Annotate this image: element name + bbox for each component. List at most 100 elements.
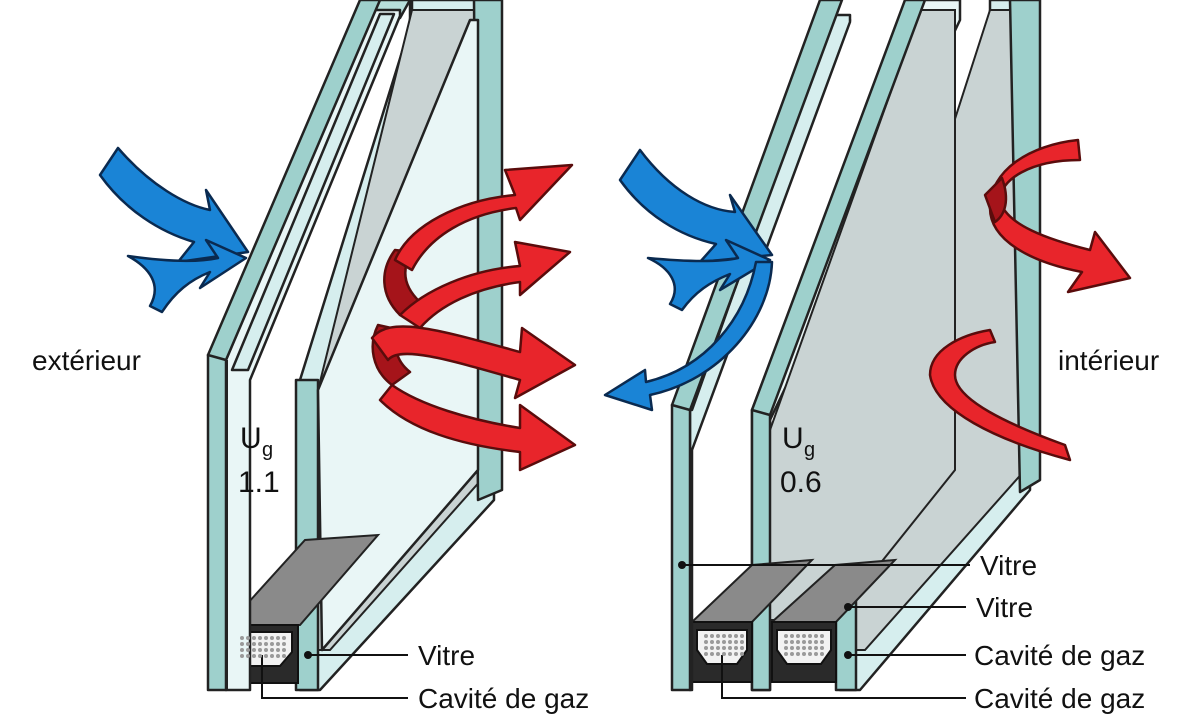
desiccant-bead	[790, 652, 794, 656]
desiccant-bead	[820, 652, 824, 656]
desiccant-bead	[802, 652, 806, 656]
desiccant-bead	[252, 654, 256, 658]
desiccant-bead	[246, 636, 250, 640]
desiccant-bead	[790, 634, 794, 638]
desiccant-bead	[258, 654, 262, 658]
desiccant-bead	[728, 640, 732, 644]
double-gas-cavity-label: Cavité de gaz	[418, 683, 589, 714]
desiccant-bead	[704, 640, 708, 644]
triple-u-value: 0.6	[780, 466, 822, 499]
desiccant-bead	[252, 642, 256, 646]
desiccant-bead	[282, 654, 286, 658]
desiccant-bead	[276, 642, 280, 646]
double-glass-label: Vitre	[418, 640, 475, 671]
desiccant-bead	[276, 654, 280, 658]
cold-airflow-arrow	[603, 148, 774, 412]
desiccant-bead	[276, 636, 280, 640]
triple-callout-gas-2: Cavité de gaz	[721, 655, 1145, 714]
double-callout-gas: Cavité de gaz	[261, 655, 589, 714]
desiccant-bead	[710, 652, 714, 656]
desiccant-bead	[814, 652, 818, 656]
desiccant-bead	[282, 648, 286, 652]
desiccant-bead	[722, 652, 726, 656]
triple-callout-glass-1: Vitre	[678, 550, 1037, 581]
desiccant-bead	[734, 640, 738, 644]
desiccant-bead	[258, 642, 262, 646]
cold-airflow-arrow	[98, 146, 250, 314]
triple-u-symbol: U	[782, 422, 804, 455]
desiccant-bead	[796, 646, 800, 650]
desiccant-bead	[728, 652, 732, 656]
triple-callout-gas-1: Cavité de gaz	[844, 640, 1145, 671]
desiccant-bead	[802, 646, 806, 650]
desiccant-bead	[704, 652, 708, 656]
double-u-symbol: U	[240, 422, 262, 455]
heat-loss-arrow	[928, 138, 1132, 462]
desiccant-bead	[716, 634, 720, 638]
desiccant-bead	[270, 654, 274, 658]
desiccant-bead	[784, 634, 788, 638]
desiccant-bead	[740, 646, 744, 650]
desiccant-bead	[246, 654, 250, 658]
desiccant-bead	[282, 642, 286, 646]
desiccant-bead	[740, 640, 744, 644]
desiccant-bead	[796, 652, 800, 656]
desiccant-bead	[252, 636, 256, 640]
triple-callout-glass-2: Vitre	[844, 592, 1033, 623]
triple-middle-pane	[750, 0, 962, 692]
triple-gas-cavity-label-2: Cavité de gaz	[974, 683, 1145, 714]
desiccant-bead	[704, 646, 708, 650]
interior-label: intérieur	[1058, 345, 1159, 376]
desiccant-bead	[704, 634, 708, 638]
desiccant-bead	[796, 640, 800, 644]
desiccant-bead	[276, 648, 280, 652]
desiccant-bead	[814, 646, 818, 650]
desiccant-bead	[820, 634, 824, 638]
triple-u-subscript: g	[804, 439, 815, 461]
exterior-label: extérieur	[32, 345, 141, 376]
desiccant-bead	[814, 634, 818, 638]
desiccant-bead	[264, 648, 268, 652]
desiccant-bead	[814, 640, 818, 644]
triple-glass-label-1: Vitre	[980, 550, 1037, 581]
desiccant-bead	[728, 634, 732, 638]
double-u-subscript: g	[262, 439, 273, 461]
desiccant-bead	[808, 652, 812, 656]
desiccant-bead	[716, 652, 720, 656]
desiccant-bead	[802, 640, 806, 644]
desiccant-bead	[710, 634, 714, 638]
desiccant-bead	[264, 636, 268, 640]
desiccant-bead	[264, 654, 268, 658]
desiccant-bead	[722, 634, 726, 638]
desiccant-bead	[258, 648, 262, 652]
desiccant-bead	[740, 634, 744, 638]
desiccant-bead	[808, 640, 812, 644]
desiccant-bead	[240, 648, 244, 652]
desiccant-bead	[820, 640, 824, 644]
desiccant-bead	[270, 648, 274, 652]
desiccant-bead	[808, 646, 812, 650]
desiccant-bead	[246, 642, 250, 646]
desiccant-bead	[784, 640, 788, 644]
desiccant-bead	[784, 646, 788, 650]
desiccant-bead	[796, 634, 800, 638]
triple-desiccant-1	[696, 629, 748, 665]
heat-loss-arrow	[370, 163, 577, 472]
desiccant-bead	[722, 646, 726, 650]
desiccant-bead	[790, 640, 794, 644]
triple-gas-cavity-label-1: Cavité de gaz	[974, 640, 1145, 671]
desiccant-bead	[282, 636, 286, 640]
desiccant-bead	[270, 636, 274, 640]
desiccant-bead	[246, 648, 250, 652]
desiccant-bead	[270, 642, 274, 646]
desiccant-bead	[716, 646, 720, 650]
double-callout-glass: Vitre	[304, 640, 475, 671]
desiccant-bead	[240, 636, 244, 640]
desiccant-bead	[710, 640, 714, 644]
desiccant-bead	[734, 652, 738, 656]
desiccant-bead	[716, 640, 720, 644]
desiccant-bead	[240, 642, 244, 646]
desiccant-bead	[240, 654, 244, 658]
desiccant-bead	[734, 646, 738, 650]
